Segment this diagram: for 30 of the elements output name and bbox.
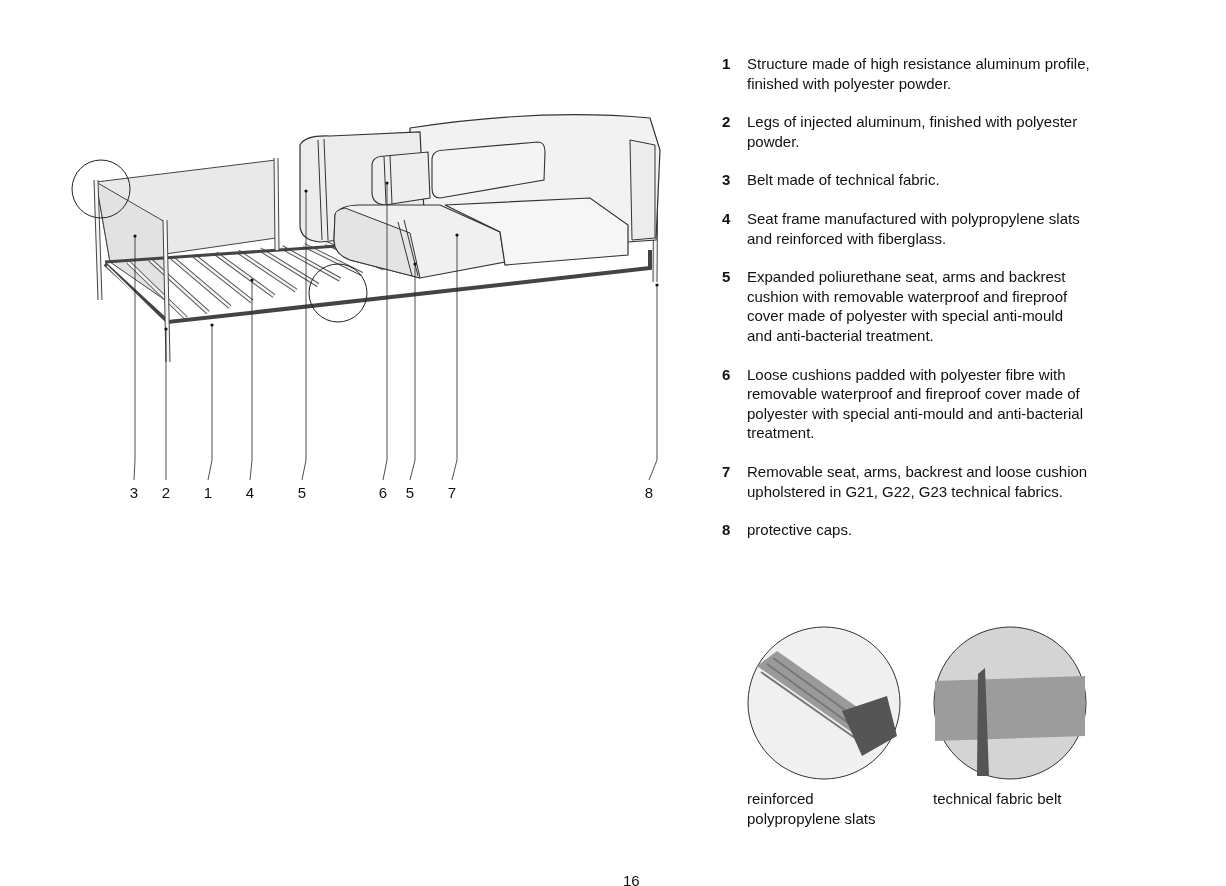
item-number: 3 — [722, 170, 732, 190]
callout-number: 4 — [243, 484, 257, 502]
item-number: 6 — [722, 364, 732, 385]
page-number: 16 — [623, 872, 640, 886]
photo-caption: reinforced polypropylene slats — [747, 789, 877, 829]
item-description: Seat frame manufactured with polypropylene slats and reinforced with fiberglass. — [747, 208, 1081, 249]
callout-number: 2 — [159, 484, 173, 502]
item-description: Legs of injected aluminum, finished with polyester powder. — [747, 112, 1079, 152]
item-number: 4 — [722, 208, 732, 229]
callout-number: 3 — [127, 484, 141, 502]
item-description: Belt made of technical fabric. — [747, 170, 941, 190]
item-description: Expanded poliurethane seat, arms and backrest cushion with removable waterproof and fireproof cover made of polyester with special anti-mould and anti-bacterial treatment. — [747, 267, 1069, 346]
item-number: 5 — [722, 267, 732, 288]
item-description: Structure made of high resistance aluminum profile, finished with polyester powder. — [747, 54, 1091, 94]
detail-photo-placeholder — [747, 626, 901, 780]
item-description: protective caps. — [747, 520, 854, 540]
item-number: 8 — [722, 520, 732, 540]
detail-photo-placeholder — [933, 626, 1087, 780]
callout-number: 7 — [445, 484, 459, 502]
item-description: Removable seat, arms, backrest and loose cushion upholstered in G21, G22, G23 technical fabrics. — [747, 461, 1089, 502]
callout-number: 8 — [642, 484, 656, 502]
callout-number: 5 — [403, 484, 417, 502]
callout-number: 1 — [201, 484, 215, 502]
item-number: 1 — [722, 54, 732, 74]
item-description: Loose cushions padded with polyester fibre with removable waterproof and fireproof cover made of polyester with special anti-mould and anti-bacterial treatment. — [747, 364, 1084, 443]
item-number: 2 — [722, 112, 732, 133]
item-number: 7 — [722, 461, 732, 482]
photo-caption: technical fabric belt — [933, 789, 1063, 809]
callout-number: 6 — [376, 484, 390, 502]
callout-number: 5 — [295, 484, 309, 502]
